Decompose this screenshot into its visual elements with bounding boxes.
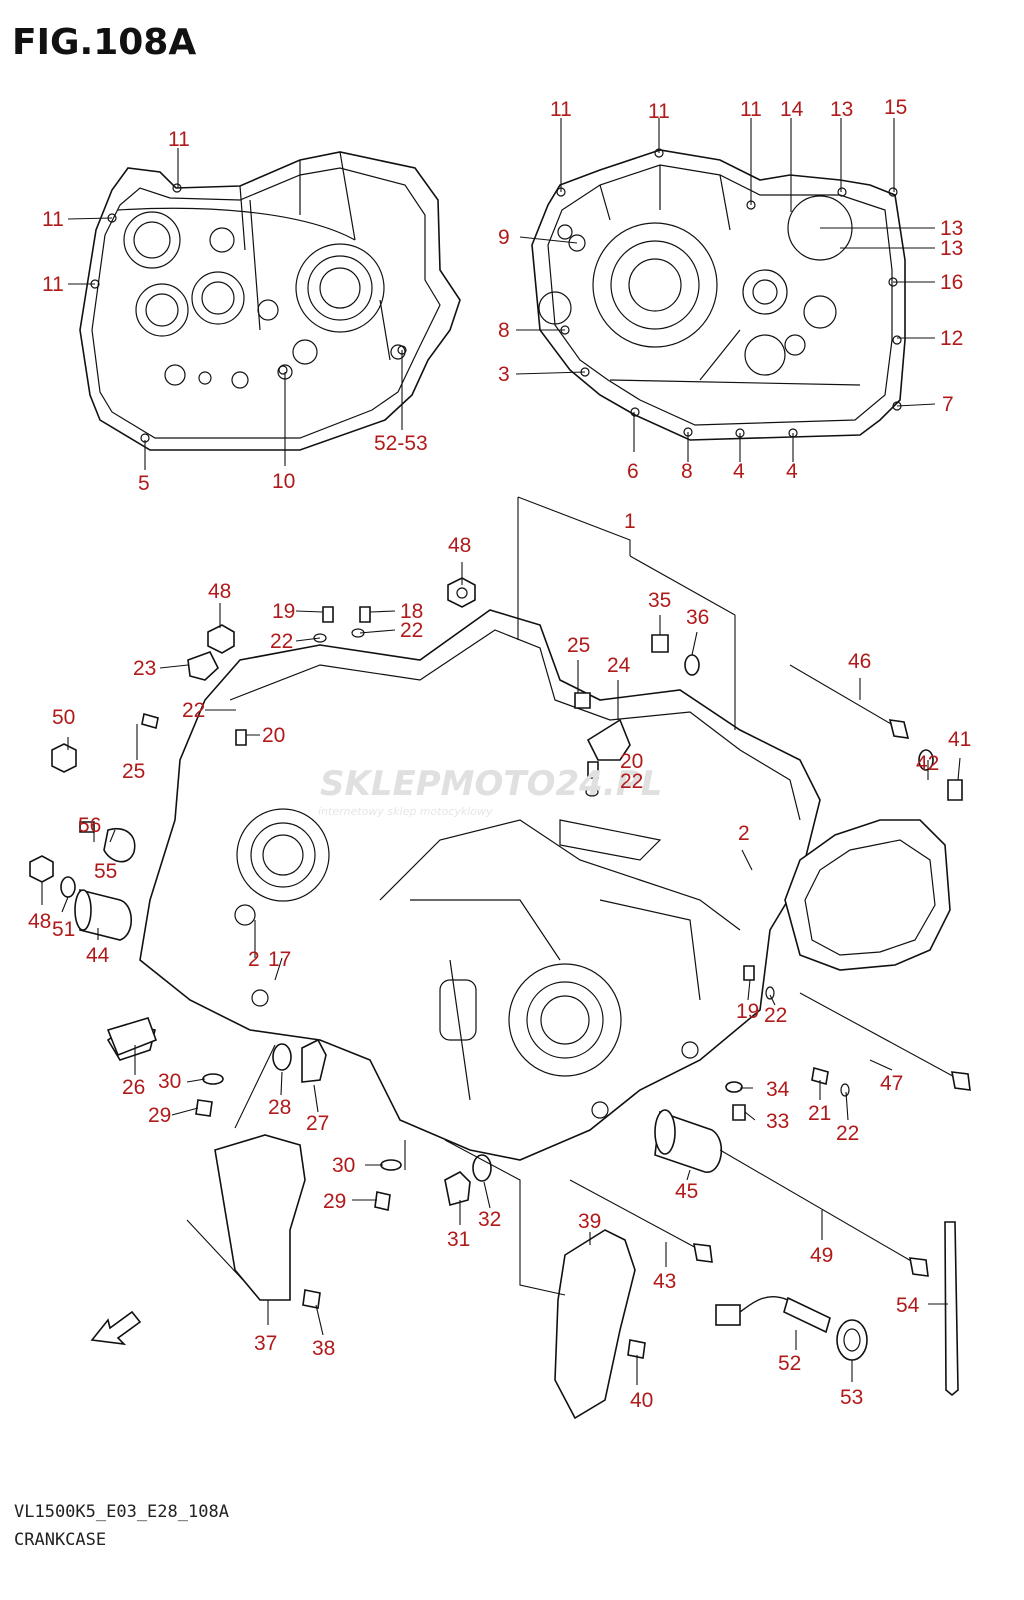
callouts-main: 1 48 48 19 18 22 22 23 22 20 25 50 56 55… bbox=[28, 510, 971, 1412]
callout-label: 2 bbox=[738, 822, 750, 845]
callout-label: 1 bbox=[624, 510, 636, 533]
callout-label: 22 bbox=[182, 699, 205, 722]
callout-label: 25 bbox=[567, 634, 590, 657]
callout-label: 42 bbox=[916, 752, 939, 775]
right-crankcase-half bbox=[531, 148, 906, 441]
callout-label: 17 bbox=[268, 948, 291, 971]
callout-label: 40 bbox=[630, 1389, 653, 1412]
callout-label: 19 bbox=[272, 600, 295, 623]
callout-label: 22 bbox=[836, 1122, 859, 1145]
callout-label: 30 bbox=[332, 1154, 355, 1177]
callout-label: 52 bbox=[778, 1352, 801, 1375]
callout-label: 29 bbox=[148, 1104, 171, 1127]
callout-label: 39 bbox=[578, 1210, 601, 1233]
callout-label: 31 bbox=[447, 1228, 470, 1251]
callout-label: 22 bbox=[620, 770, 643, 793]
callout-label: 52-53 bbox=[374, 432, 428, 455]
callout-label: 8 bbox=[498, 319, 510, 342]
generator-cover bbox=[784, 819, 951, 971]
callout-label: 19 bbox=[736, 1000, 759, 1023]
callout-label: 36 bbox=[686, 606, 709, 629]
callout-label: 49 bbox=[810, 1244, 833, 1267]
watermark-tagline: internetowy sklep motocyklowy bbox=[318, 805, 493, 818]
callout-label: 18 bbox=[400, 600, 423, 623]
callout-label: 13 bbox=[940, 217, 963, 240]
callout-label: 53 bbox=[840, 1386, 863, 1409]
callout-label: 27 bbox=[306, 1112, 329, 1135]
callout-label: 9 bbox=[498, 226, 510, 249]
callout-label: 4 bbox=[733, 460, 745, 483]
callout-label: 48 bbox=[208, 580, 231, 603]
figure-title: FIG.108A bbox=[12, 22, 197, 63]
callout-label: 8 bbox=[681, 460, 693, 483]
callout-label: 29 bbox=[323, 1190, 346, 1213]
callout-label: 24 bbox=[607, 654, 631, 677]
callout-label: 13 bbox=[940, 237, 963, 260]
callout-label: 44 bbox=[86, 944, 110, 967]
small-parts bbox=[29, 577, 971, 1420]
callouts-top-right: 11 11 11 14 13 15 13 13 9 16 8 12 3 7 6 … bbox=[498, 96, 963, 483]
callout-label: 22 bbox=[400, 619, 423, 642]
callout-label: 21 bbox=[808, 1102, 831, 1125]
leader-lines bbox=[41, 118, 961, 1385]
callout-label: 30 bbox=[158, 1070, 181, 1093]
callout-label: 6 bbox=[627, 460, 639, 483]
callout-label: 32 bbox=[478, 1208, 501, 1231]
callout-label: 56 bbox=[78, 814, 101, 837]
callout-label: 54 bbox=[896, 1294, 920, 1317]
callout-label: 48 bbox=[28, 910, 51, 933]
callout-label: 34 bbox=[766, 1078, 790, 1101]
callout-label: 47 bbox=[880, 1072, 903, 1095]
callout-label: 26 bbox=[122, 1076, 145, 1099]
callout-label: 43 bbox=[653, 1270, 676, 1293]
callout-label: 35 bbox=[648, 589, 671, 612]
figure-caption: CRANKCASE bbox=[14, 1530, 107, 1550]
callout-label: 12 bbox=[940, 327, 963, 350]
callout-label: 2 bbox=[248, 948, 260, 971]
callout-label: 11 bbox=[168, 128, 190, 151]
callout-label: 7 bbox=[942, 393, 954, 416]
callout-label: 22 bbox=[764, 1004, 787, 1027]
callout-label: 11 bbox=[550, 98, 572, 121]
callout-label: 20 bbox=[620, 750, 643, 773]
front-arrow-icon bbox=[90, 1310, 142, 1346]
callout-label: 46 bbox=[848, 650, 871, 673]
callout-label: 11 bbox=[42, 273, 64, 296]
callout-label: 11 bbox=[648, 100, 670, 123]
callout-label: 41 bbox=[948, 728, 971, 751]
model-code: VL1500K5_E03_E28_108A bbox=[14, 1502, 229, 1522]
callouts-top-left: 11 11 11 5 10 52-53 bbox=[42, 128, 428, 495]
callout-label: 13 bbox=[830, 98, 853, 121]
callout-label: 50 bbox=[52, 706, 75, 729]
callout-label: 48 bbox=[448, 534, 471, 557]
callout-label: 38 bbox=[312, 1337, 335, 1360]
callout-label: 5 bbox=[138, 472, 150, 495]
callout-label: 51 bbox=[52, 918, 75, 941]
assembled-crankcase bbox=[139, 609, 821, 1161]
callout-label: 33 bbox=[766, 1110, 789, 1133]
callout-label: 11 bbox=[42, 208, 64, 231]
callout-label: 11 bbox=[740, 98, 762, 121]
callout-label: 15 bbox=[884, 96, 907, 119]
callout-label: 28 bbox=[268, 1096, 291, 1119]
callout-label: 37 bbox=[254, 1332, 277, 1355]
callout-label: 23 bbox=[133, 657, 156, 680]
callout-label: 45 bbox=[675, 1180, 698, 1203]
callout-label: 3 bbox=[498, 363, 510, 386]
watermark-brand: SKLEPMOTO24.PL bbox=[320, 764, 662, 804]
callout-label: 16 bbox=[940, 271, 963, 294]
left-crankcase-half bbox=[79, 151, 461, 451]
callout-label: 14 bbox=[780, 98, 804, 121]
callout-label: 20 bbox=[262, 724, 285, 747]
callout-label: 55 bbox=[94, 860, 117, 883]
callout-label: 22 bbox=[270, 630, 293, 653]
callout-label: 10 bbox=[272, 470, 295, 493]
callout-label: 4 bbox=[786, 460, 798, 483]
callout-label: 25 bbox=[122, 760, 145, 783]
